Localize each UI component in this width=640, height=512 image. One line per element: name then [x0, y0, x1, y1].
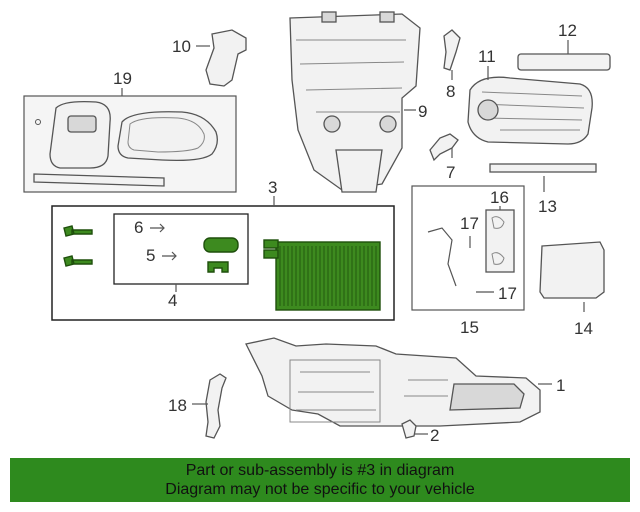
part-9-housing [289, 11, 421, 193]
heater-core [263, 239, 381, 311]
part-8-bracket [443, 29, 461, 71]
part-7-sensor [429, 133, 459, 162]
part-18-wire [205, 373, 227, 439]
part-6-clip [207, 261, 229, 273]
banner-line-2: Diagram may not be specific to your vehi… [165, 481, 475, 498]
callout-18: 18 [168, 396, 187, 415]
part-10-duct [205, 29, 247, 87]
callout-1: 1 [556, 376, 565, 395]
part-15-group [411, 185, 525, 311]
callout-13: 13 [538, 197, 557, 216]
part-19-cover [23, 95, 237, 193]
callout-14: 14 [574, 319, 593, 338]
part-12-filter [517, 53, 611, 71]
callout-15: 15 [460, 318, 479, 337]
screw-pair [63, 225, 93, 267]
part-2-clip [401, 419, 417, 439]
callout-2: 2 [430, 426, 439, 445]
part-13-seal [489, 163, 597, 173]
part-1-housing [245, 337, 541, 427]
part-11-blower [467, 76, 593, 145]
callout-17a: 17 [460, 214, 479, 233]
callout-5: 5 [146, 246, 155, 265]
callout-17b: 17 [498, 284, 517, 303]
callout-7: 7 [446, 163, 455, 182]
part-5-seal [203, 237, 239, 253]
callout-16: 16 [490, 188, 509, 207]
part-14-module [539, 241, 605, 299]
callout-19: 19 [113, 69, 132, 88]
callout-11: 11 [478, 47, 496, 66]
callout-8: 8 [446, 82, 455, 101]
callout-4: 4 [168, 291, 177, 310]
callout-3: 3 [268, 178, 277, 197]
info-banner: Part or sub-assembly is #3 in diagram Di… [10, 458, 630, 502]
callout-12: 12 [558, 21, 577, 40]
callout-6: 6 [134, 218, 143, 237]
callout-9: 9 [418, 102, 427, 121]
callout-10: 10 [172, 37, 191, 56]
banner-line-1: Part or sub-assembly is #3 in diagram [185, 462, 455, 479]
